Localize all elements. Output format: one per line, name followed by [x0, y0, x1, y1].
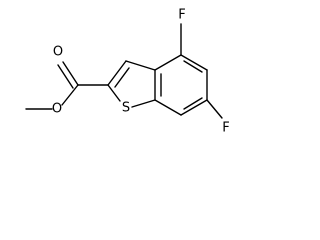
molecule-structure-diagram: F F S O O [25, 8, 230, 136]
bond-c7-c7a [154, 99, 182, 116]
atom-labels: F F S O O [52, 8, 230, 136]
double-bond-c6-c7 [183, 97, 203, 110]
double-bond-carbonyl-o [57, 64, 74, 89]
benzene-ring [154, 54, 208, 116]
bond-carbonyl-ester-o [61, 84, 79, 106]
fluorine-substituents [180, 23, 223, 119]
bond-s1-c7a [131, 99, 156, 108]
atom-label-fluorine-top: F [178, 8, 185, 23]
thiophene-ring [107, 60, 156, 108]
atom-label-carbonyl-oxygen: O [53, 45, 63, 60]
atom-label-ester-oxygen: O [52, 102, 62, 117]
ester-group [25, 61, 109, 110]
atom-label-sulfur: S [122, 101, 130, 116]
bond-c4-c5 [180, 54, 208, 71]
double-bond-c4-c5 [183, 60, 203, 73]
bond-c2-s1 [107, 84, 121, 102]
bond-c3a-c4 [154, 54, 182, 71]
bond-carbonyl-o [62, 61, 79, 86]
bond-c6-f [206, 99, 223, 119]
double-bond-c3-c2 [114, 67, 130, 88]
bond-c3-c2 [107, 60, 127, 86]
bond-c3a-c3 [125, 60, 156, 71]
atom-label-fluorine-bottom: F [222, 121, 229, 136]
bond-c6-c7 [180, 99, 208, 116]
